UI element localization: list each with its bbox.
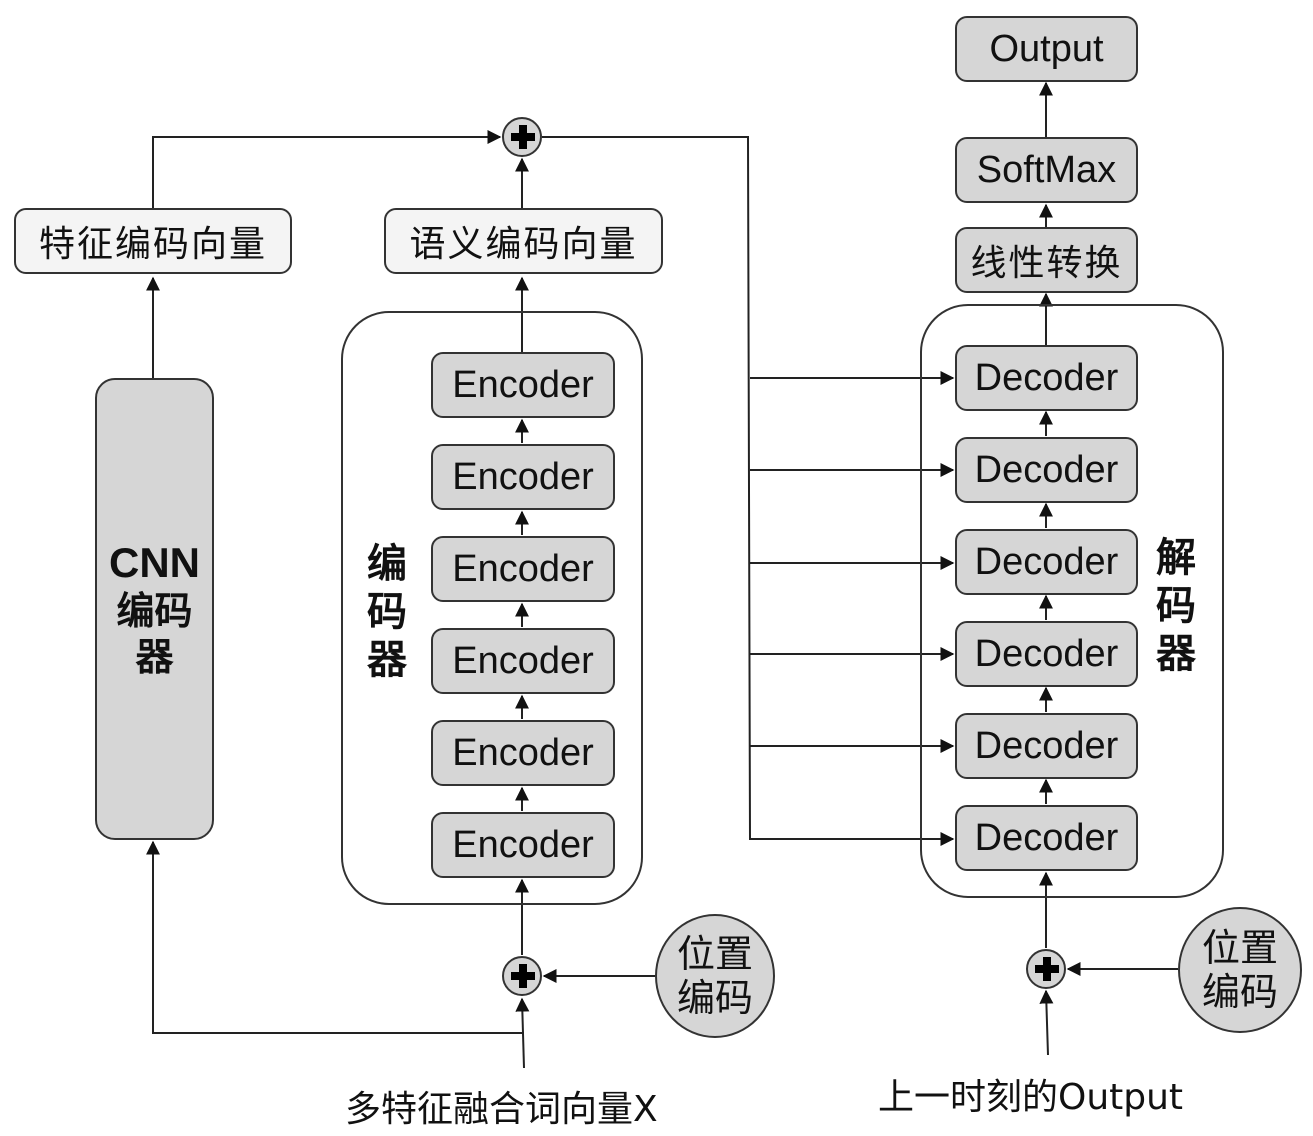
cnn-encoder-subtitle-2: 器 <box>135 635 174 679</box>
posenc-line: 位置 <box>1201 926 1278 970</box>
decoder-group-label: 解 码 器 <box>1152 534 1200 678</box>
decoder-block: Decoder <box>955 345 1138 411</box>
decoder-input-label: 上一时刻的Output <box>878 1077 1184 1118</box>
encoder-block-label: Encoder <box>452 823 594 866</box>
linear-transform-block: 线性转换 <box>955 227 1138 293</box>
decoder-block-label: Decoder <box>974 816 1119 859</box>
decoder-label-char: 器 <box>1156 631 1196 677</box>
encoder-block: Encoder <box>431 444 615 510</box>
encoder-input-label: 多特征融合词向量X <box>345 1089 658 1130</box>
decoder-block: Decoder <box>955 713 1138 779</box>
add-node-top <box>502 117 542 157</box>
encoder-label-char: 器 <box>367 637 407 683</box>
encoder-block-label: Encoder <box>452 547 594 590</box>
decoder-block-label: Decoder <box>974 540 1119 583</box>
decoder-block-label: Decoder <box>974 356 1119 399</box>
cnn-encoder: CNN 编码 器 <box>95 378 214 840</box>
encoder-block-label: Encoder <box>452 363 594 406</box>
linear-label: 线性转换 <box>970 243 1123 284</box>
softmax-label: SoftMax <box>976 148 1117 191</box>
decoder-block: Decoder <box>955 805 1138 871</box>
feature-vector-label: 特征编码向量 <box>38 224 267 265</box>
posenc-line: 编码 <box>676 976 753 1020</box>
decoder-block-label: Decoder <box>974 448 1119 491</box>
semantic-vector-label: 语义编码向量 <box>409 224 638 265</box>
encoder-group-label: 编 码 器 <box>363 540 411 684</box>
feature-encoding-vector: 特征编码向量 <box>14 208 292 274</box>
encoder-block: Encoder <box>431 352 615 418</box>
decoder-block: Decoder <box>955 529 1138 595</box>
connector-plus-to-bus <box>542 136 751 841</box>
encoder-block: Encoder <box>431 536 615 602</box>
add-node-encoder-input <box>502 956 542 996</box>
decoder-container <box>920 304 1224 898</box>
encoder-container <box>341 311 643 905</box>
encoder-label-char: 编 <box>367 541 407 587</box>
add-node-decoder-input <box>1026 949 1066 989</box>
arrow-prev-output-to-plus <box>1039 989 1054 1056</box>
encoder-positional-encoding: 位置 编码 <box>655 914 775 1038</box>
decoder-label-char: 解 <box>1156 535 1196 581</box>
decoder-block: Decoder <box>955 621 1138 687</box>
posenc-line: 位置 <box>676 932 753 976</box>
semantic-encoding-vector: 语义编码向量 <box>384 208 663 274</box>
encoder-block: Encoder <box>431 628 615 694</box>
encoder-block-label: Encoder <box>452 639 594 682</box>
posenc-line: 编码 <box>1201 970 1278 1014</box>
decoder-block-label: Decoder <box>974 632 1119 675</box>
decoder-positional-encoding: 位置 编码 <box>1178 907 1302 1033</box>
cnn-encoder-title: CNN <box>109 539 200 586</box>
encoder-block: Encoder <box>431 720 615 786</box>
encoder-block: Encoder <box>431 812 615 878</box>
softmax-block: SoftMax <box>955 137 1138 203</box>
encoder-block-label: Encoder <box>452 455 594 498</box>
decoder-label-char: 码 <box>1156 583 1196 629</box>
arrow-feature-to-plus <box>152 130 502 208</box>
decoder-block-label: Decoder <box>974 724 1119 767</box>
output-label: Output <box>989 27 1104 70</box>
output-block: Output <box>955 16 1138 82</box>
encoder-block-label: Encoder <box>452 731 594 774</box>
cnn-encoder-subtitle-1: 编码 <box>116 589 193 633</box>
decoder-block: Decoder <box>955 437 1138 503</box>
encoder-label-char: 码 <box>367 589 407 635</box>
arrow-input-to-cnn <box>146 840 524 1034</box>
